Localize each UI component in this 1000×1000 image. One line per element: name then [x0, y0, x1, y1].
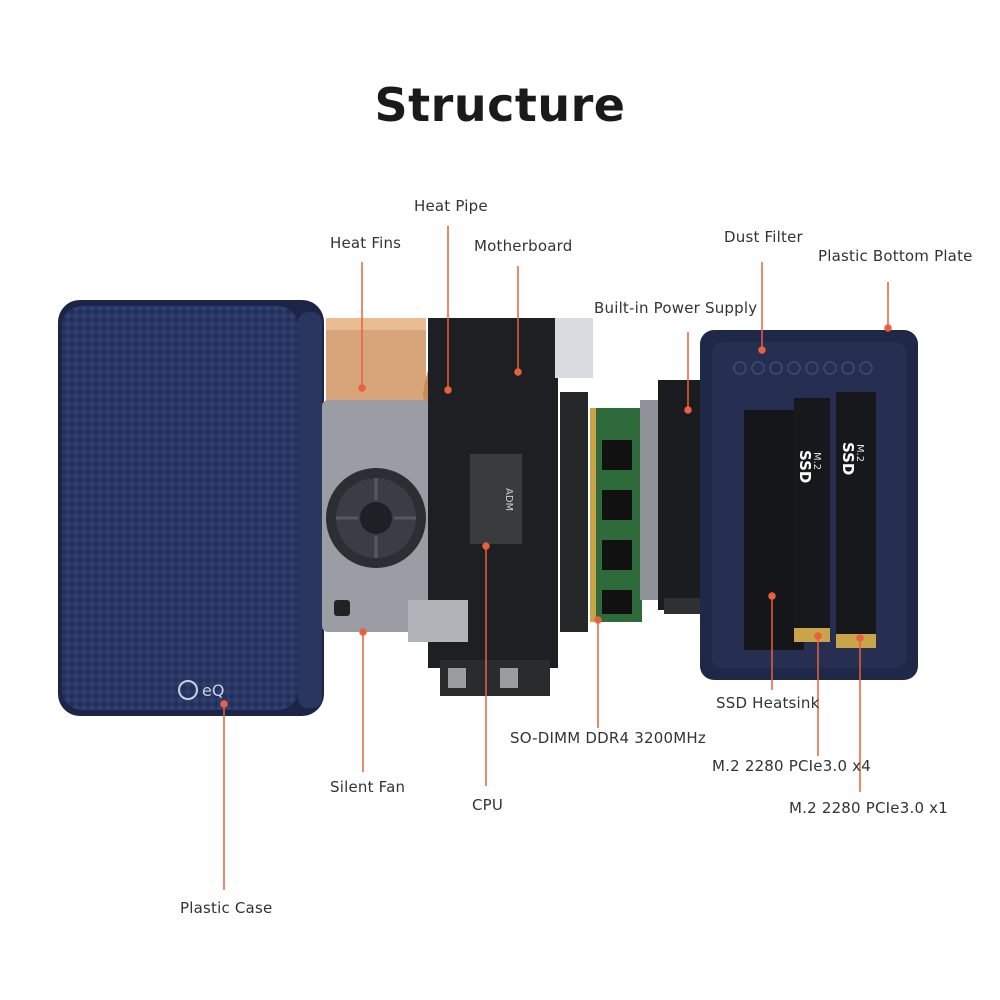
label-silent-fan: Silent Fan [330, 778, 406, 796]
label-m2-x1: M.2 2280 PCIe3.0 x1 [789, 799, 948, 817]
label-m2-x4: M.2 2280 PCIe3.0 x4 [712, 757, 871, 775]
svg-text:ADM: ADM [503, 488, 514, 511]
svg-text:M.2: M.2 [854, 444, 865, 462]
label-cpu: CPU [472, 796, 504, 814]
svg-text:eQ: eQ [202, 681, 224, 700]
m2-ssd-x4: M.2 SSD [794, 398, 830, 642]
label-so-dimm: SO-DIMM DDR4 3200MHz [510, 729, 706, 747]
silent-fan [322, 400, 430, 632]
m2-ssd-x1: M.2 SSD [836, 392, 876, 648]
page-title: Structure [374, 78, 626, 132]
label-plastic-bottom-plate: Plastic Bottom Plate [818, 247, 973, 265]
label-dust-filter: Dust Filter [724, 228, 803, 246]
label-heat-pipe: Heat Pipe [414, 197, 488, 215]
svg-text:SSD: SSD [796, 450, 814, 483]
label-motherboard: Motherboard [474, 237, 573, 255]
label-plastic-case: Plastic Case [180, 899, 273, 917]
motherboard: ADM [408, 318, 593, 696]
svg-text:SSD: SSD [839, 442, 857, 475]
svg-text:M.2: M.2 [811, 452, 822, 470]
label-ssd-heatsink: SSD Heatsink [716, 694, 820, 712]
so-dimm-module [590, 408, 642, 622]
label-built-in-power-supply: Built-in Power Supply [594, 299, 758, 317]
leader-lines [220, 226, 892, 890]
brand-logo: eQ [178, 680, 224, 700]
label-heat-fins: Heat Fins [330, 234, 402, 252]
plastic-case: eQ [58, 300, 324, 716]
dust-filter [733, 361, 873, 375]
